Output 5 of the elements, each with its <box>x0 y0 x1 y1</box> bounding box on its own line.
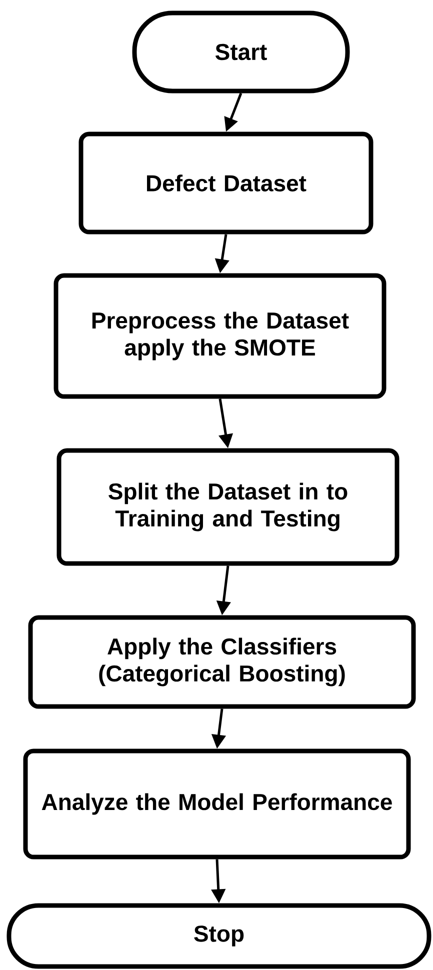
process-box: Apply the Classifiers (Categorical Boosting) <box>28 615 416 709</box>
process-box: Analyze the Model Performance <box>23 748 411 860</box>
process-box: Defect Dataset <box>78 132 374 234</box>
process-box: Split the Dataset in to Training and Testing <box>56 448 400 566</box>
process-box: Preprocess the Dataset apply the SMOTE <box>54 273 386 399</box>
